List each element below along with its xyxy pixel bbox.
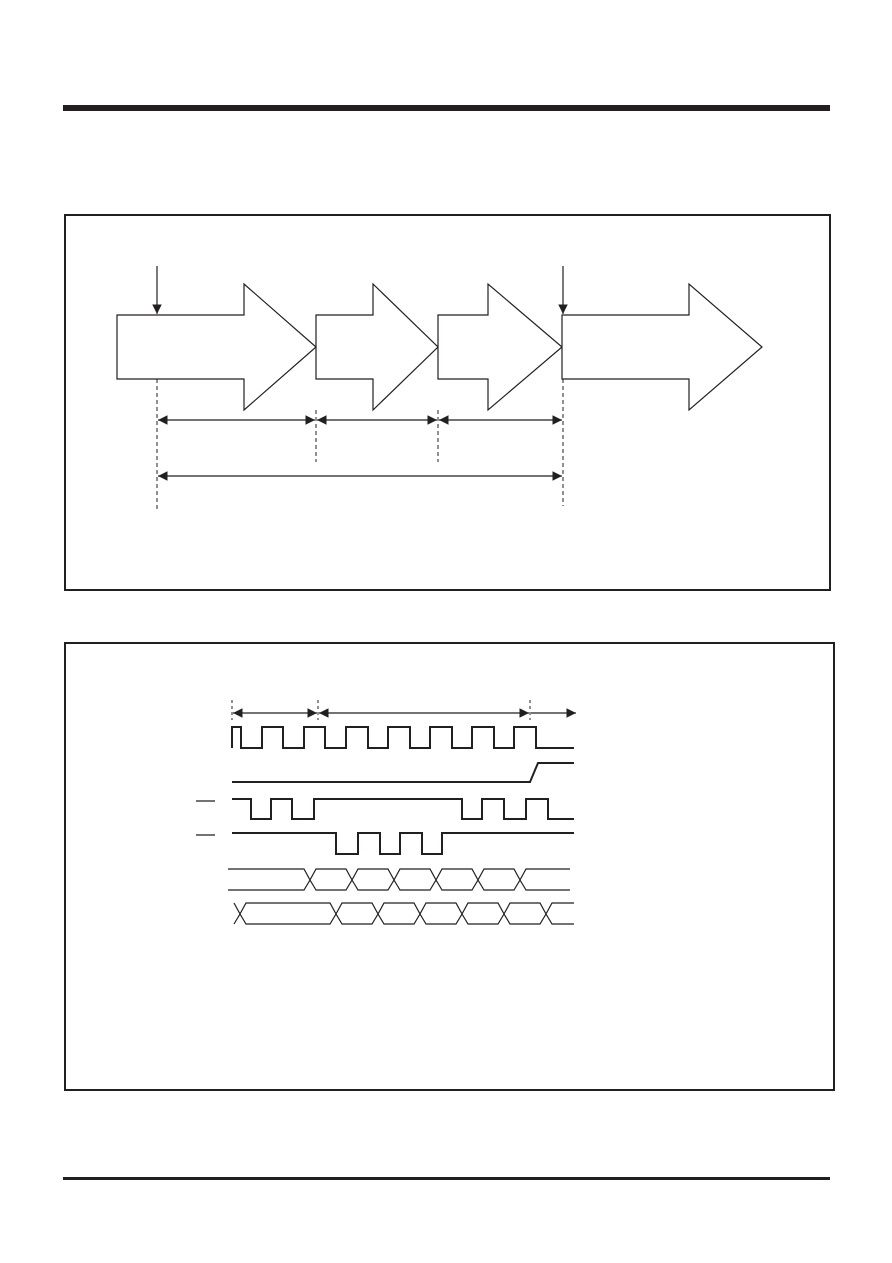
bottom-rule (63, 1177, 830, 1180)
top-rule (63, 105, 830, 111)
block-arrow-1 (116, 282, 317, 412)
clock-waveform (231, 726, 574, 749)
bus-waveform-b (233, 902, 574, 925)
pulse-waveform-b (232, 832, 574, 855)
block-arrow-4 (561, 282, 763, 412)
block-arrow-2 (315, 282, 439, 412)
figure-arrow-sequence (64, 214, 831, 591)
block-arrow-3 (437, 282, 563, 412)
step-waveform (232, 762, 574, 783)
arrow-sequence-diagram (116, 266, 763, 510)
figure-timing-diagram (64, 642, 835, 1091)
pulse-waveform-a (232, 798, 574, 820)
timing-diagram (196, 700, 576, 925)
bus-waveform-a (228, 868, 570, 891)
